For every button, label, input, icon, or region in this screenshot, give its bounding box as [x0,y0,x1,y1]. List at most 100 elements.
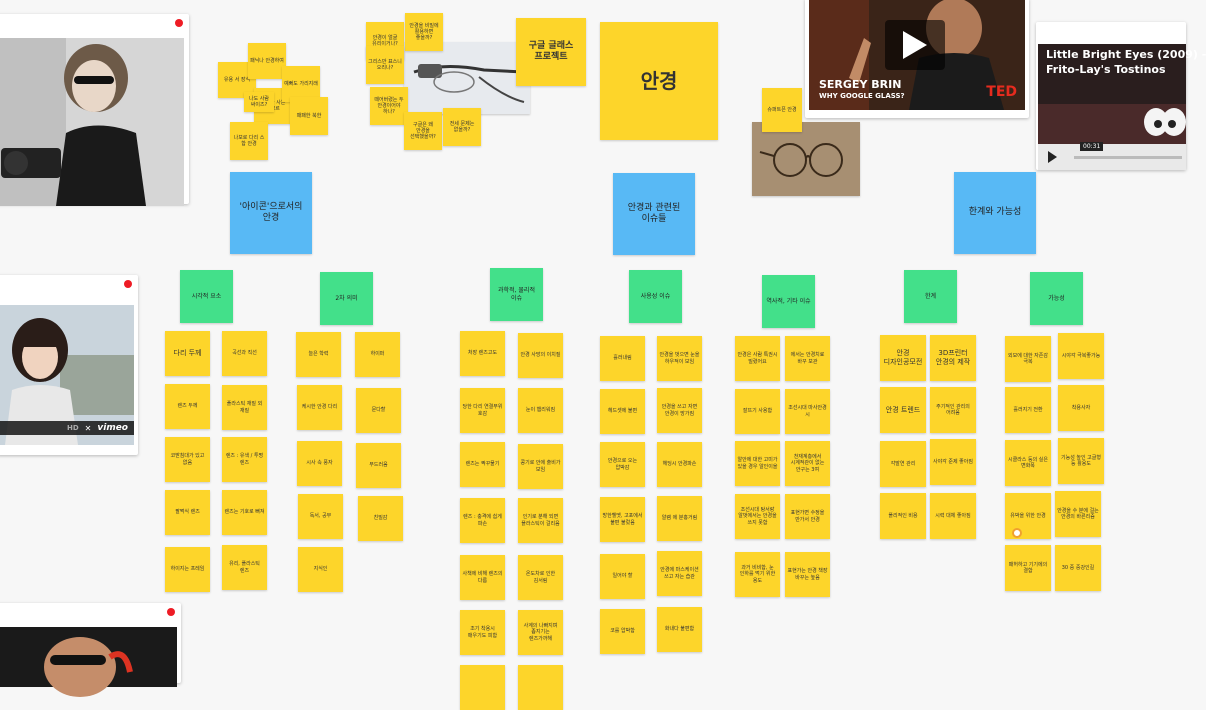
sticky-note[interactable]: 늘은 학력 [296,332,341,377]
sticky-note[interactable]: 나보로 다리 스 합 안경 [230,122,268,160]
sticky-note[interactable]: 일어야 할 [600,554,645,599]
progress-bar[interactable] [1074,156,1182,159]
sticky-note[interactable]: 콩기로 안에 출비가 보임 [518,444,563,489]
sticky-note[interactable]: 떼어버렸는 두 안경이어야 하나? [370,87,408,125]
youtube-controls[interactable]: 00:31 [1038,142,1186,170]
sticky-note[interactable]: 시력 대체 좋아짐 [930,493,976,539]
sticky-note[interactable]: 사야각 준제 좋아짐 [930,439,976,485]
sticky-note[interactable]: 에서는 안경치료 바꾸 보관 [785,336,830,381]
sticky-note[interactable]: 패패한 북한 [290,97,328,135]
vimeo-logo[interactable]: vimeo [97,423,128,433]
sticky-note[interactable]: 3D프린터 안경의 제작 [930,335,976,381]
sticky-note[interactable]: 잘뜨기 사용함 [735,389,780,434]
category-issues[interactable]: 안경과 관련된 이슈들 [613,173,695,255]
sticky-note[interactable]: 표현가면 수정을 만가서 안경 [785,494,830,539]
sticky-note[interactable]: 독서, 공부 [298,494,343,539]
google-glass-note[interactable]: 구글 글래스 프로젝트 [516,18,586,86]
sticky-note[interactable]: 전세 문제는 없을까? [443,108,481,146]
sticky-note[interactable]: 팔쩍식 렌즈 [165,490,210,535]
sticky-note[interactable]: 안경 디자인공모전 [880,335,926,381]
sticky-note[interactable]: 케시한 안경 다리 [297,385,342,430]
sticky-note[interactable]: 기능성 높인 고글형 등 활용도 [1058,438,1104,484]
vimeo-controls[interactable]: HD ✕ vimeo [0,421,134,435]
sticky-note[interactable]: 알렘 에 분홍거림 [657,496,702,541]
subcategory-usability[interactable]: 사용성 이슈 [629,270,682,323]
sticky-note[interactable]: 친밀감 [358,496,403,541]
sticky-note[interactable]: 하이퍼 [355,332,400,377]
photo-panel-camera[interactable] [0,14,189,206]
sticky-note[interactable]: 나도 사람 싸이즈? [244,92,274,112]
subcategory-history[interactable]: 역사적, 기타 이슈 [762,275,815,328]
sticky-note[interactable]: 안경 트렌드 [880,387,926,433]
sticky-note[interactable]: 시클라스 등의 실은 변화폭 [1005,440,1051,486]
sticky-note[interactable]: 천재계층에서 시계적관이 없는 안구는 3여 [785,441,830,486]
sticky-note[interactable]: 알안에 대한 고미가 있을 경우 알인이을 [735,441,780,486]
sticky-note[interactable]: 주기적인 관리의 어려움 [930,387,976,433]
hd-label[interactable]: HD [67,424,79,432]
sticky-note[interactable]: 사책에 비해 렌즈의 다름 [460,555,505,600]
sticky-note[interactable]: 시사 속 풍자 [297,441,342,486]
subcategory-visual[interactable]: 시각적 요소 [180,270,233,323]
sticky-note[interactable]: 플라스틱 재질 외 재질 [222,385,267,430]
sticky-note[interactable]: 렌즈 두께 [165,384,210,429]
sticky-note[interactable]: 패닉나 안경하여 [248,43,286,79]
subcategory-possibility[interactable]: 가능성 [1030,272,1083,325]
sticky-note[interactable]: 구글은 왜 안경을 선택했을까? [404,112,442,150]
sticky-note[interactable]: 코받침대가 있고 없음 [165,437,210,482]
sticky-note[interactable]: 외모에 대한 자존감 극복 [1005,336,1051,382]
sticky-note[interactable]: 온도차로 인한 김서림 [518,555,563,600]
subcategory-science[interactable]: 과학적, 물리적 이슈 [490,268,543,321]
sticky-note[interactable]: 렌즈는 기호로 뻐져 [222,490,267,535]
sticky-note[interactable]: 패허하고 기기에의 결합 [1005,545,1051,591]
fullscreen-icon[interactable]: ✕ [84,423,92,433]
sticky-note[interactable]: 하이지는 프레임 [165,547,210,592]
sticky-note[interactable]: 렌즈 : 유색 / 투명 렌즈 [222,437,267,482]
subcategory-meaning[interactable]: 2차 의미 [320,272,373,325]
sticky-note[interactable]: 안경에 마스케이션 쓰고 자는 습관 [657,551,702,596]
sticky-note[interactable]: 다리 두께 [165,331,210,376]
sticky-note[interactable]: 눈이 햄리워짐 [518,388,563,433]
video-panel-ted[interactable]: SERGEY BRIN WHY GOOGLE GLASS? TED [805,0,1029,118]
vimeo-video[interactable]: HD ✕ vimeo [0,305,134,445]
sticky-note[interactable]: 당한 다리 연결부위 호감 [460,388,505,433]
sticky-note[interactable]: 조기 착용시 매우기도 피함 [460,610,505,655]
sticky-note[interactable]: 시야각 극복좋가능 [1058,333,1104,379]
sticky-note[interactable]: 처장 렌즈고도 [460,331,505,376]
sticky-note[interactable]: 표현가는 안경 책장 바꾸는 높음 [785,552,830,597]
sticky-note[interactable]: 안경으로 오는 압박감 [600,442,645,487]
category-limits[interactable]: 한계와 가능성 [954,172,1036,254]
sticky-note[interactable]: 렌즈 : 충격에 쉽게 파손 [460,498,505,543]
video-panel-bottom[interactable] [0,603,181,697]
sticky-note[interactable]: 안경을 쓰고 자면 안경이 망가짐 [657,388,702,433]
main-title-note[interactable]: 안경 [600,22,718,140]
ted-video[interactable]: SERGEY BRIN WHY GOOGLE GLASS? TED [809,0,1025,110]
sticky-note[interactable]: 폴리적인 비용 [880,493,926,539]
youtube-video[interactable]: Little Bright Eyes (2009) - Frito-Lay's … [1038,44,1206,170]
sticky-note[interactable]: 코를 압박함 [600,609,645,654]
sticky-note[interactable]: 과거 비비합, 눈 인하를 먹기 위한 용도 [735,552,780,597]
video-panel-vimeo[interactable]: HD ✕ vimeo [0,275,138,455]
sticky-note[interactable]: 슈퍼트픈 안경 [762,88,802,132]
sticky-note[interactable]: 흘러지기 전환 [1005,387,1051,433]
close-dot-icon[interactable] [124,280,132,288]
sticky-note[interactable]: 각발연 관리 [880,441,926,487]
sticky-note[interactable]: 조선시대 탕서랑 알벗에서는 안경을 쓰지 못함 [735,494,780,539]
sticky-note[interactable]: 방한헬멧, 고포에서 불편 불렀음 [600,497,645,542]
play-icon[interactable] [1048,151,1057,163]
sticky-note[interactable]: 30 중 중강인길 [1055,545,1101,591]
play-button[interactable] [885,20,945,70]
sticky-note[interactable]: 그리스만 표스니 오리나? [366,46,404,84]
sticky-note[interactable]: 유리, 플라스틱 렌즈 [222,545,267,590]
sticky-note[interactable]: 흘러내림 [600,336,645,381]
sticky-note[interactable]: 착용사자 [1058,385,1104,431]
sticky-note[interactable]: 안경을 벗으면 눈을 하우적이 보임 [657,336,702,381]
close-dot-icon[interactable] [167,608,175,616]
sticky-note[interactable]: 안경 사망의 이치질 [518,333,563,378]
close-dot-icon[interactable] [175,19,183,27]
sticky-note[interactable]: 렌즈는 짝꾸물기 [460,442,505,487]
sticky-note[interactable]: 예뻐도 가리지래 [282,66,320,102]
sticky-note[interactable] [460,665,505,710]
sticky-note[interactable]: 헤드셋에 불편 [600,389,645,434]
sticky-note[interactable]: 부드러움 [356,443,401,488]
video-panel-youtube[interactable]: Little Bright Eyes (2009) - Frito-Lay's … [1036,22,1206,170]
